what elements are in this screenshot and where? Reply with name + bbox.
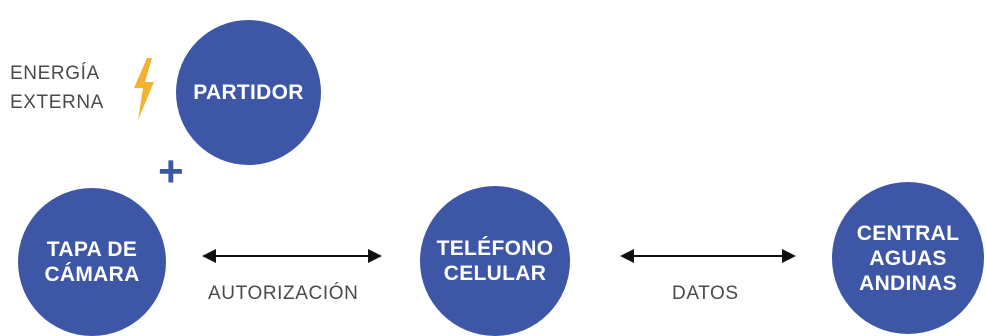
arrow-autorizacion [202, 249, 382, 263]
edge-label-autorizacion: AUTORIZACIÓN [208, 283, 359, 304]
node-partidor: PARTIDOR [176, 20, 321, 165]
energy-label-line1: ENERGÍA [10, 63, 100, 84]
edge-label-datos: DATOS [672, 283, 739, 304]
plus-icon: + [158, 147, 184, 196]
arrow-datos [620, 249, 796, 263]
node-telefono-celular: TELÉFONO CELULAR [420, 186, 570, 336]
node-tapa-de-camara: TAPA DE CÁMARA [18, 188, 166, 336]
lightning-bolt-icon [134, 58, 154, 120]
node-central-aguas-andinas: CENTRAL AGUAS ANDINAS [832, 182, 984, 334]
energy-label-line2: EXTERNA [10, 92, 104, 113]
